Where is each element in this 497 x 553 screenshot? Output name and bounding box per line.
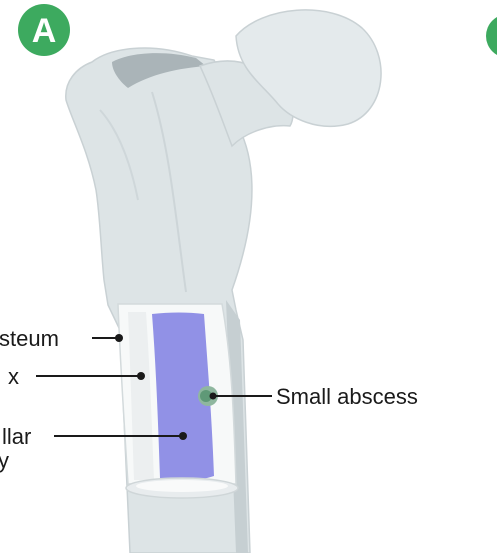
label-abscess: Small abscess <box>276 384 418 409</box>
panel-a-badge: A <box>18 4 70 56</box>
label-cortex: x <box>8 364 19 389</box>
cortex-dot <box>137 372 145 380</box>
cutaway <box>118 304 238 498</box>
medullary-dot <box>179 432 187 440</box>
panel-b-badge <box>486 14 497 58</box>
badge-letter: A <box>32 12 57 50</box>
label-periosteum: steum <box>0 326 59 351</box>
label-medullary-2: y <box>0 448 9 473</box>
cavity-bottom-inner <box>136 480 228 492</box>
periosteum-dot <box>115 334 123 342</box>
abscess-dot <box>210 393 217 400</box>
label-medullary-1: llar <box>2 424 31 449</box>
